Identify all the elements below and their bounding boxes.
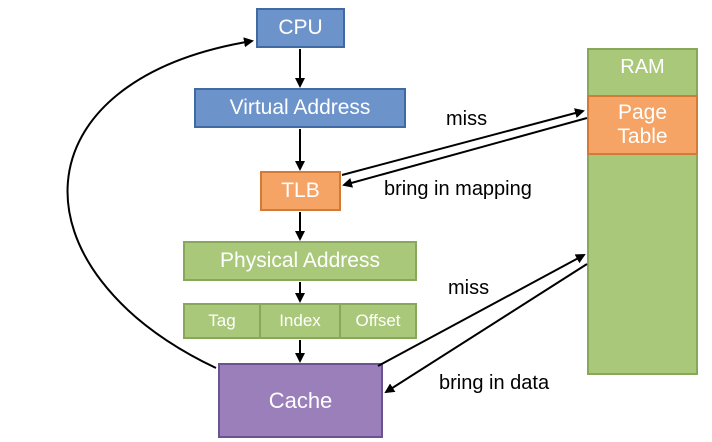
offset-box: Offset xyxy=(339,303,417,339)
virtual-address-box: Virtual Address xyxy=(194,88,406,128)
tag-box: Tag xyxy=(183,303,261,339)
index-label: Index xyxy=(279,311,321,330)
tlb-label: TLB xyxy=(281,179,320,202)
virtual-address-label: Virtual Address xyxy=(229,96,371,119)
label-tlb-miss: miss xyxy=(446,108,488,130)
cpu-box: CPU xyxy=(256,8,345,48)
index-box: Index xyxy=(259,303,341,339)
tlb-box: TLB xyxy=(260,171,341,211)
cpu-label: CPU xyxy=(278,16,323,39)
label-bring-in-mapping: bring in mapping xyxy=(384,178,532,200)
page-table-label-line1: Page xyxy=(617,101,668,124)
tag-label: Tag xyxy=(208,311,236,330)
physical-address-label: Physical Address xyxy=(220,249,380,272)
label-cache-miss: miss xyxy=(448,277,490,299)
offset-label: Offset xyxy=(355,311,401,330)
ram-label: RAM xyxy=(620,56,665,78)
page-table-label-line2: Table xyxy=(617,125,668,148)
cache-label: Cache xyxy=(268,387,333,413)
physical-address-box: Physical Address xyxy=(183,241,417,281)
page-table-box: Page Table xyxy=(587,95,698,155)
cache-box: Cache xyxy=(218,363,383,438)
label-bring-in-data: bring in data xyxy=(439,372,550,394)
